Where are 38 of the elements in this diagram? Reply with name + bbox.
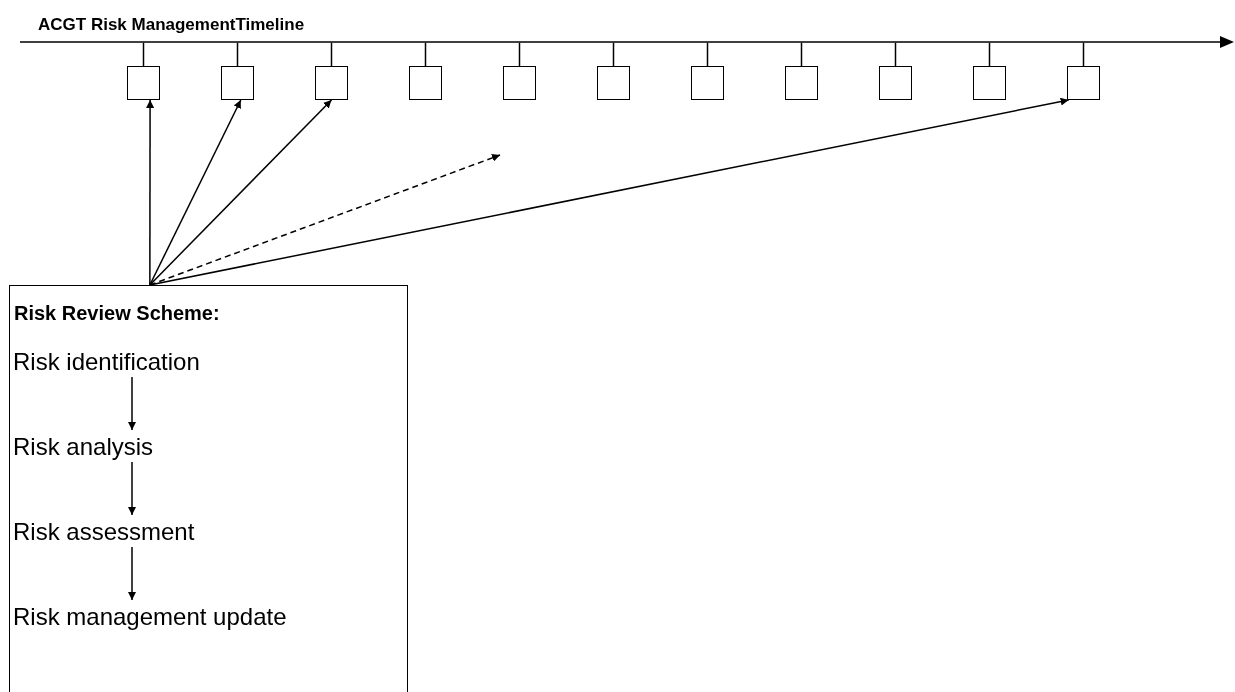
arrow [149, 97, 1070, 286]
tick-line [706, 42, 709, 67]
arrow [149, 99, 333, 286]
arrow [149, 154, 501, 286]
timeline-box [409, 66, 442, 100]
step-label: Risk identification [13, 348, 200, 376]
timeline-box [1067, 66, 1100, 100]
timeline-axis [20, 36, 1234, 48]
timeline-box [221, 66, 254, 100]
timeline-box [691, 66, 724, 100]
arrow [128, 376, 136, 431]
timeline-box [127, 66, 160, 100]
timeline-box [597, 66, 630, 100]
tick-line [424, 42, 427, 67]
timeline-box [315, 66, 348, 100]
diagram-title: ACGT Risk ManagementTimeline [38, 15, 305, 35]
panel-heading: Risk Review Scheme: [14, 302, 220, 325]
tick-line [988, 42, 991, 67]
arrow [146, 99, 155, 286]
tick-line [1082, 42, 1085, 67]
timeline-box [973, 66, 1006, 100]
tick-line [236, 42, 239, 67]
arrow [149, 99, 242, 286]
arrow [128, 546, 136, 601]
tick-line [518, 42, 521, 67]
timeline-box [503, 66, 536, 100]
step-label: Risk analysis [13, 433, 154, 461]
timeline-box [879, 66, 912, 100]
scheme-panel [9, 285, 408, 692]
tick-line [142, 42, 145, 67]
tick-line [612, 42, 615, 67]
step-label: Risk assessment [13, 518, 195, 546]
timeline-box [785, 66, 818, 100]
tick-line [894, 42, 897, 67]
tick-line [800, 42, 803, 67]
tick-line [330, 42, 333, 67]
arrow [128, 461, 136, 516]
step-label: Risk management update [13, 603, 287, 631]
